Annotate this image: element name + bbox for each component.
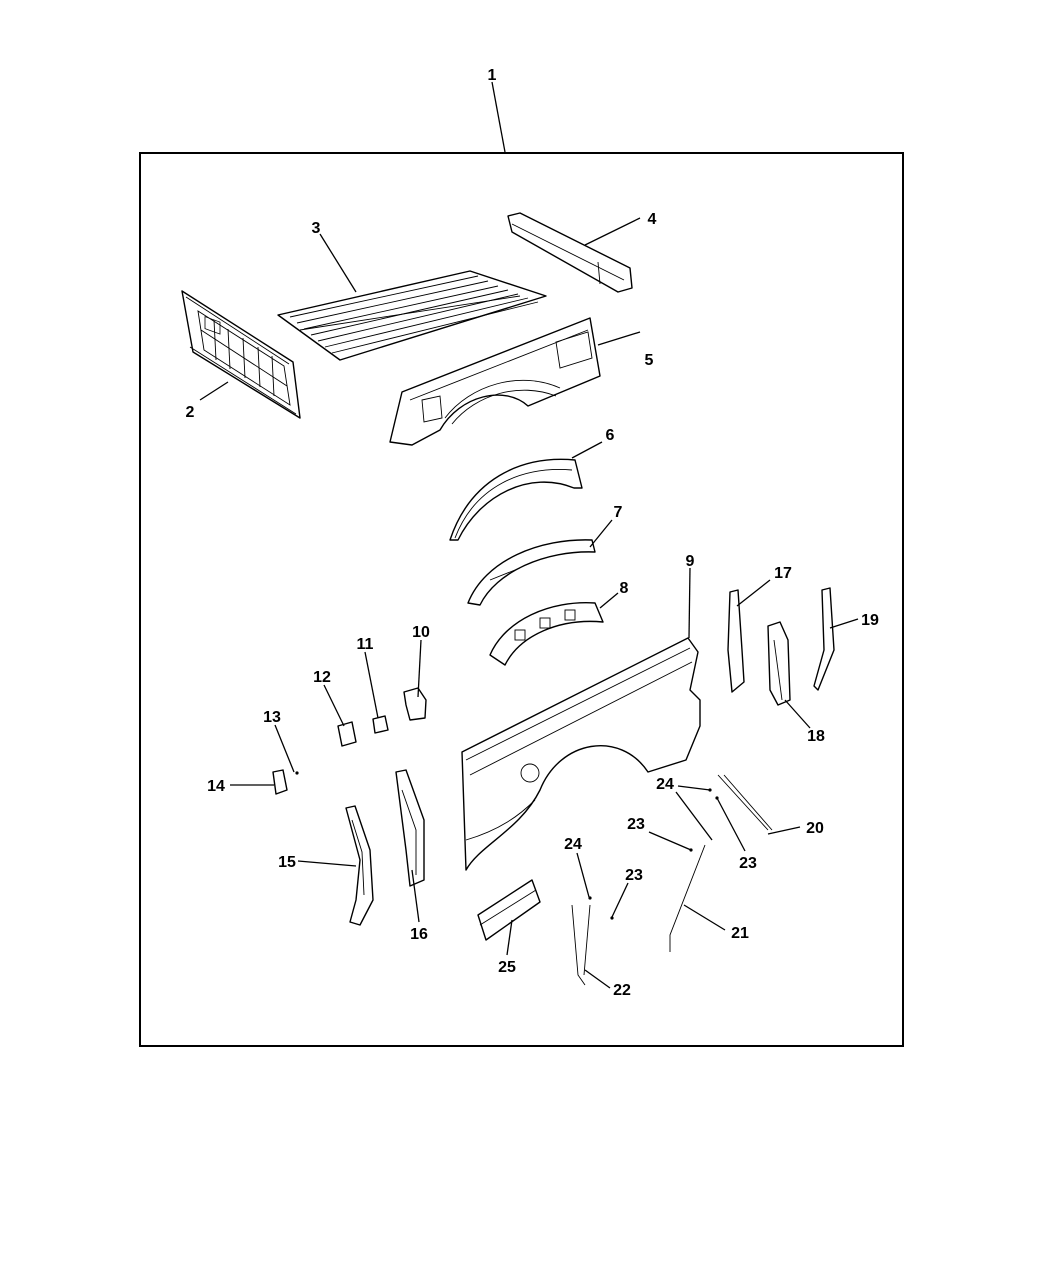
part-9-outer-bed-side[interactable] [461,637,701,871]
callout-6: 6 [606,427,615,444]
callout-21: 21 [731,925,749,942]
callout-15: 15 [278,854,296,871]
callout-14: 14 [207,778,225,795]
callout-16: 16 [410,926,428,943]
part-4-crossmember[interactable] [507,212,633,293]
part-14-bracket[interactable] [272,769,288,795]
part-5-inner-side-panel[interactable] [389,317,601,446]
part-3-bed-floor[interactable] [277,270,547,361]
callout-9: 9 [686,553,695,570]
callout-8: 8 [620,580,629,597]
leader-lines [199,81,859,989]
callout-5: 5 [645,352,654,369]
callout-24a: 24 [656,776,674,793]
part-22-rods[interactable] [571,904,591,986]
part-12-bracket[interactable] [337,721,357,747]
callout-10: 10 [412,624,430,641]
callout-labels: 1 2 3 4 5 6 7 8 9 10 11 12 13 14 15 16 1… [186,67,879,999]
callout-4: 4 [648,211,657,228]
part-16-pillar[interactable] [395,769,425,887]
part-20-tie-rods[interactable] [717,774,773,831]
part-8-wheelhouse-reinforcement[interactable] [489,602,604,666]
part-25-splash-panel[interactable] [477,879,541,941]
callout-23c: 23 [625,867,643,884]
part-6-wheelhouse-inner[interactable] [449,458,583,541]
callout-22: 22 [613,982,631,999]
callout-3: 3 [312,220,321,237]
part-13-bolt[interactable] [295,771,299,775]
part-2-front-panel[interactable] [181,290,301,419]
callout-13: 13 [263,709,281,726]
part-17-pillar[interactable] [727,589,745,693]
callout-19: 19 [861,612,879,629]
diagram-frame [139,152,904,1047]
part-15-pillar[interactable] [345,805,374,926]
callout-17: 17 [774,565,792,582]
part-18-pillar-bracket[interactable] [767,621,791,706]
part-24-fastener-b[interactable] [588,896,592,900]
part-19-pillar[interactable] [813,587,835,691]
callout-25: 25 [498,959,516,976]
callout-23b: 23 [739,855,757,872]
part-21-support-rod[interactable] [669,844,706,952]
part-23-fastener-c[interactable] [610,916,614,920]
callout-2: 2 [186,404,195,421]
part-7-wheelhouse-outer[interactable] [467,539,596,606]
callout-23a: 23 [627,816,645,833]
callout-20: 20 [806,820,824,837]
callout-1: 1 [488,67,497,84]
callout-12: 12 [313,669,331,686]
callout-24b: 24 [564,836,582,853]
callout-18: 18 [807,728,825,745]
callout-7: 7 [614,504,623,521]
callout-11: 11 [357,636,374,653]
part-11-clip[interactable] [372,715,389,734]
part-10-bracket[interactable] [403,687,427,721]
